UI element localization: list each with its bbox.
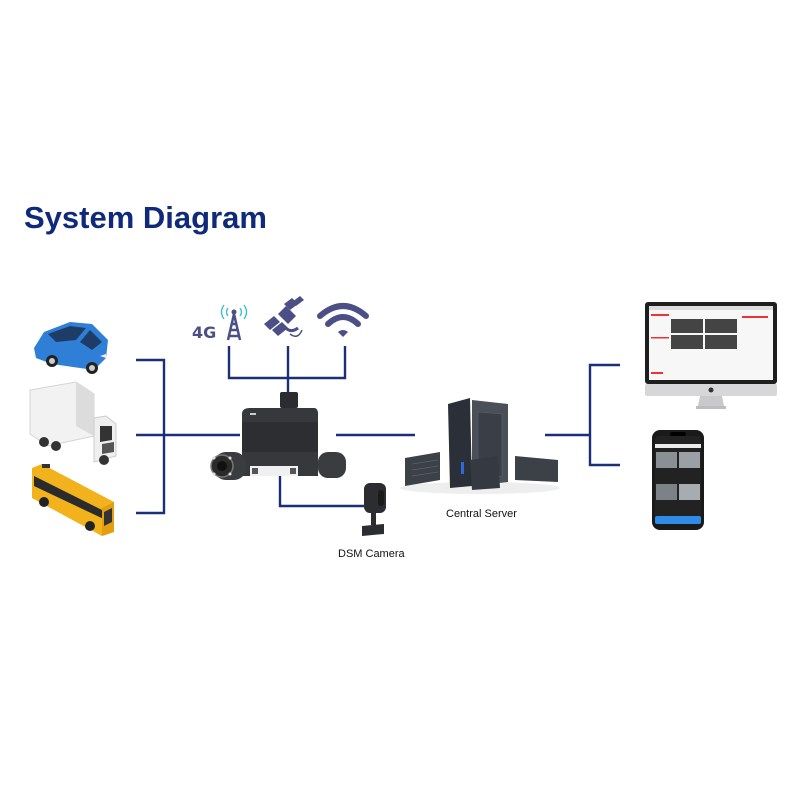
4g-label: 4G [192,323,216,342]
page-title: System Diagram [24,200,267,235]
smartphone-icon [652,430,704,530]
client-bracket [588,363,620,467]
vehicle-bracket [136,358,166,515]
server-icon [400,398,560,494]
4g-tower-icon: 4G [192,304,248,342]
bus-icon [32,464,114,536]
dashcam-device [210,392,346,480]
dsm-camera-label: DSM Camera [338,548,405,560]
truck-icon [29,381,117,465]
satellite-icon [264,296,304,337]
wifi-icon [317,303,369,337]
dsm-connector-line [278,476,365,508]
central-server-label: Central Server [446,508,517,520]
car-icon [34,322,108,374]
dsm-camera-icon [362,483,386,536]
desktop-monitor-icon [645,302,777,409]
